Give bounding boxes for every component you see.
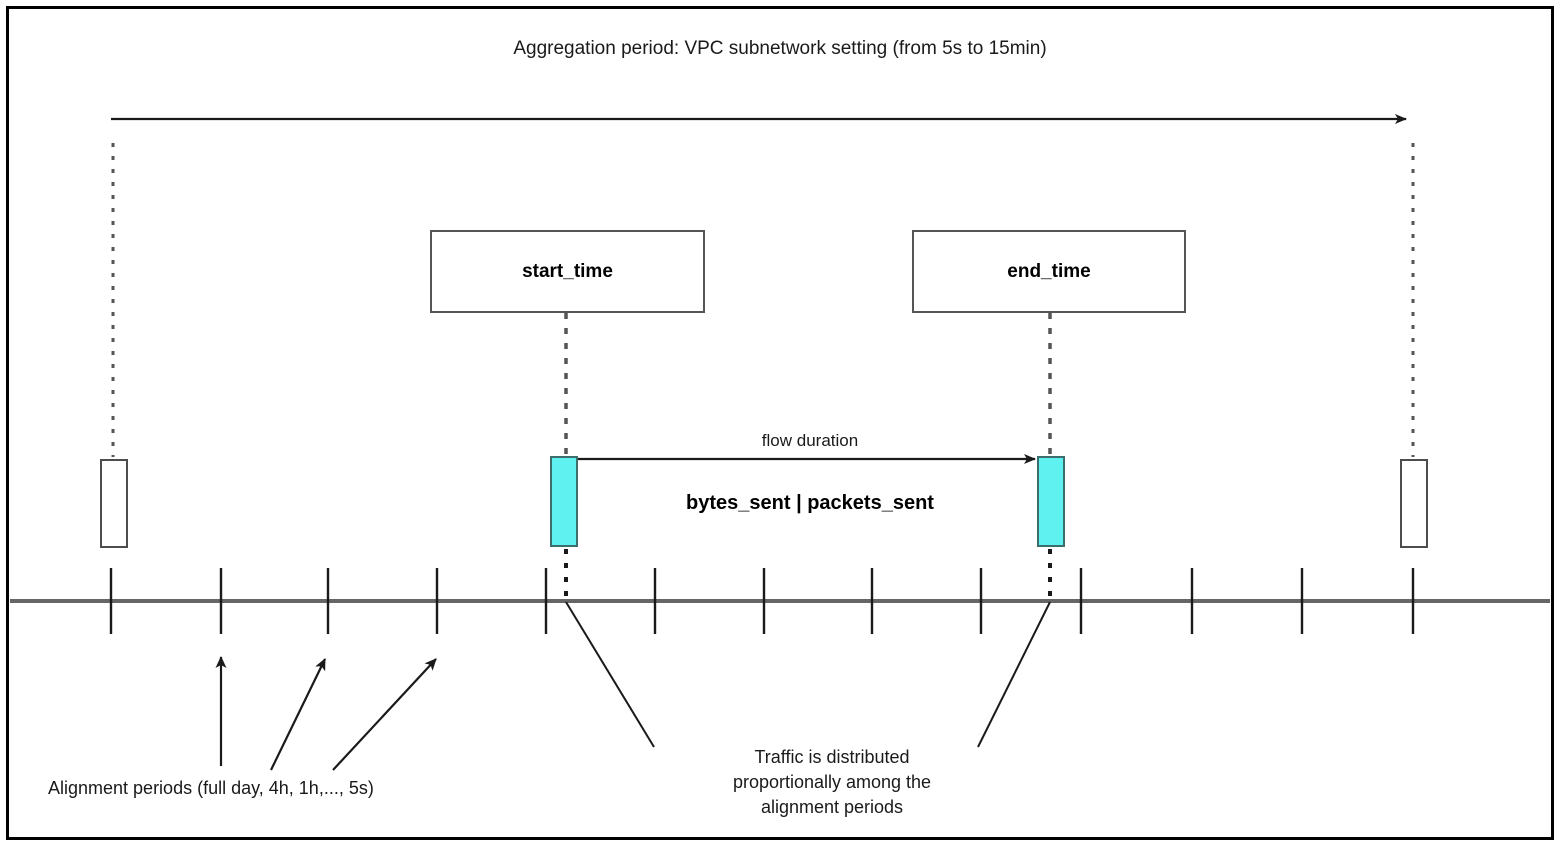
traffic-distribution-caption: Traffic is distributed proportionally am… — [672, 745, 992, 820]
start-time-box: start_time — [430, 230, 705, 313]
diagram-frame — [6, 6, 1554, 840]
end-time-box: end_time — [912, 230, 1186, 313]
flow-end-marker — [1037, 456, 1065, 547]
traffic-caption-line-2: proportionally among the — [732, 772, 932, 792]
metrics-label: bytes_sent | packets_sent — [686, 492, 934, 514]
alignment-period-marker-right — [1400, 459, 1428, 548]
traffic-caption-line-1: Traffic is distributed — [754, 747, 910, 767]
flow-start-marker — [550, 456, 578, 547]
traffic-caption-line-3: alignment periods — [760, 797, 904, 817]
start-time-label: start_time — [522, 260, 613, 282]
alignment-period-marker-left — [100, 459, 128, 548]
end-time-label: end_time — [1007, 260, 1091, 282]
flow-duration-label: flow duration — [761, 431, 859, 450]
alignment-periods-caption: Alignment periods (full day, 4h, 1h,...,… — [48, 778, 374, 798]
diagram-title: Aggregation period: VPC subnetwork setti… — [513, 38, 1047, 59]
